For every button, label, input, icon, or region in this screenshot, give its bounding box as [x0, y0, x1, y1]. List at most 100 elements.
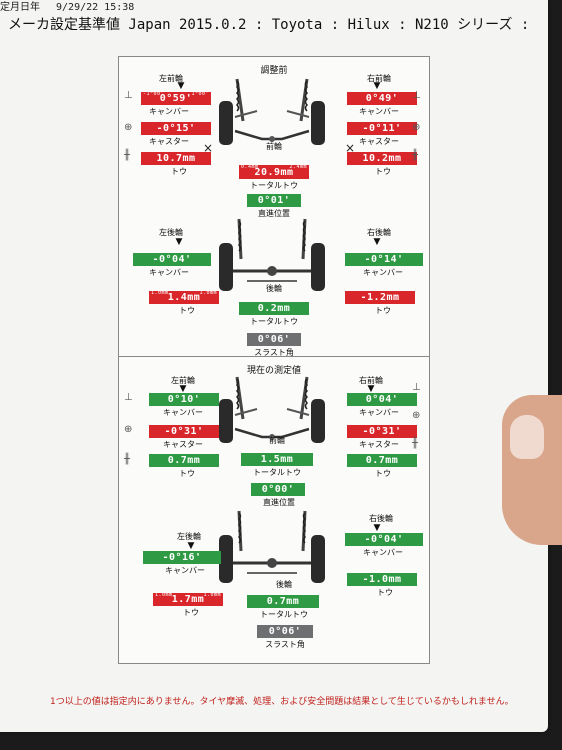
before-straight-label: 直進位置 — [258, 209, 290, 218]
down-arrow-icon: ▼ — [175, 237, 183, 247]
after-front-left-title: 左前輪 — [171, 376, 195, 385]
caster-gauge-icon: ⊕ — [412, 122, 421, 133]
down-arrow-icon: ▼ — [179, 384, 187, 394]
after-fr-toe-label: トウ — [375, 469, 391, 478]
down-arrow-icon: ▼ — [177, 81, 185, 91]
before-fl-camber-box: -1°00'1°00' 0°59' — [141, 91, 211, 105]
before-rl-camber-label: キャンバー — [149, 268, 189, 277]
after-total-toe-label: トータルトウ — [253, 468, 301, 477]
before-fr-camber-label: キャンバー — [359, 107, 399, 116]
after-front-total-toe-box: 1.5mm — [241, 453, 313, 466]
after-rear-total-toe-box: 0.7mm — [247, 595, 319, 608]
before-fl-caster-box: -0°15' — [141, 122, 211, 135]
current-measurement-panel: 現在の測定値 左前輪 ▼ 0°10' キャンバー -0°31' キャスター — [118, 356, 430, 664]
after-rr-toe-box: -1.0mm — [347, 573, 417, 586]
before-rear-total-label: トータルトウ — [250, 317, 298, 326]
camber-gauge-icon: ⊥ — [124, 90, 133, 101]
front-suspension-diagram — [219, 376, 325, 443]
before-rr-toe-box: -1.2mm — [345, 291, 415, 304]
after-fl-caster-box: -0°31' — [149, 425, 219, 438]
before-adjustment-panel: 調整前 左前輪 ▼ -1°00'1°00' 0°59 — [118, 56, 430, 358]
toe-gauge-icon: ╫ — [412, 150, 419, 161]
before-fl-camber-label: キャンバー — [149, 107, 189, 116]
after-straight-box: 0°00' — [251, 483, 305, 496]
before-fr-camber-box: 0°49' — [347, 92, 417, 105]
front-suspension-diagram — [219, 78, 325, 145]
after-fl-caster-label: キャスター — [163, 440, 203, 449]
x-mark-icon: × — [203, 141, 214, 155]
after-thrust-box: 0°06' — [257, 625, 313, 638]
before-rr-camber-box: -0°14' — [345, 253, 423, 266]
after-panel-title: 現在の測定値 — [246, 366, 301, 376]
before-panel-title: 調整前 — [260, 66, 288, 76]
toe-gauge-icon: ╫ — [124, 454, 131, 465]
x-mark-icon: × — [345, 141, 356, 155]
after-rr-toe-label: トウ — [377, 588, 393, 597]
after-rear-left-title: 左後輪 — [177, 532, 201, 541]
before-rr-toe-label: トウ — [375, 306, 391, 315]
after-fr-camber-box: 0°04' — [347, 393, 417, 406]
before-front-right-title: 右前輪 — [367, 74, 391, 83]
before-rear-total-toe-box: 0.2mm — [239, 302, 309, 315]
after-fr-caster-box: -0°31' — [347, 425, 417, 438]
down-arrow-icon: ▼ — [373, 237, 381, 247]
after-fr-camber-label: キャンバー — [359, 408, 399, 417]
camber-gauge-icon: ⊥ — [412, 382, 421, 393]
rear-right-tire — [311, 243, 325, 291]
out-of-spec-warning: 1つ以上の値は指定内にありません。タイヤ摩滅、処理、および安全問題は結果として生… — [50, 697, 514, 707]
before-thrust-label: スラスト角 — [254, 348, 294, 357]
before-rl-camber-box: -0°04' — [133, 253, 211, 266]
after-fl-camber-label: キャンバー — [163, 408, 203, 417]
datestamp: 定月日年 9/29/22 15:38 — [0, 2, 135, 13]
after-fl-camber-box: 0°10' — [149, 393, 219, 406]
before-fl-toe-box: 10.7mm — [141, 152, 211, 165]
before-rear-title: 後輪 — [266, 284, 282, 293]
after-rear-title: 後輪 — [276, 580, 292, 589]
camber-gauge-icon: ⊥ — [412, 90, 421, 101]
before-fr-toe-box: 10.2mm — [347, 152, 417, 165]
after-fl-toe-label: トウ — [179, 469, 195, 478]
toe-gauge-icon: ╫ — [124, 150, 131, 161]
before-fr-caster-label: キャスター — [359, 137, 399, 146]
caster-gauge-icon: ⊕ — [412, 410, 421, 421]
front-left-tire — [219, 101, 233, 145]
before-total-toe-label: トータルトウ — [250, 181, 298, 190]
camber-gauge-icon: ⊥ — [124, 392, 133, 403]
before-fr-toe-label: トウ — [375, 167, 391, 176]
before-fl-toe-label: トウ — [171, 167, 187, 176]
after-thrust-label: スラスト角 — [265, 640, 305, 649]
after-rr-camber-label: キャンバー — [363, 548, 403, 557]
after-front-right-title: 右前輪 — [359, 376, 383, 385]
alignment-printout: 定月日年 9/29/22 15:38 メーカ設定基準値 Japan 2015.0… — [0, 0, 548, 732]
front-right-tire — [311, 101, 325, 145]
after-fr-caster-label: キャスター — [359, 440, 399, 449]
after-fl-toe-box: 0.7mm — [149, 454, 219, 467]
caster-gauge-icon: ⊕ — [124, 424, 133, 435]
after-rl-camber-label: キャンバー — [165, 566, 205, 575]
before-rear-left-title: 左後輪 — [159, 228, 183, 237]
before-rear-right-title: 右後輪 — [367, 228, 391, 237]
down-arrow-icon: ▼ — [367, 384, 375, 394]
after-rear-total-label: トータルトウ — [260, 610, 308, 619]
after-rear-right-title: 右後輪 — [369, 514, 393, 523]
before-fr-caster-box: -0°11' — [347, 122, 417, 135]
down-arrow-icon: ▼ — [373, 81, 381, 91]
before-thrust-box: 0°06' — [247, 333, 301, 346]
after-front-title: 前輪 — [269, 436, 285, 445]
after-rl-toe-label: トウ — [183, 608, 199, 617]
before-rl-toe-label: トウ — [179, 306, 195, 315]
before-front-title: 前輪 — [266, 142, 282, 151]
before-rr-camber-label: キャンバー — [363, 268, 403, 277]
spec-title: メーカ設定基準値 Japan 2015.0.2 : Toyota : Hilux… — [8, 17, 530, 33]
before-front-left-title: 左前輪 — [159, 74, 183, 83]
after-rr-camber-box: -0°04' — [345, 533, 423, 546]
rear-suspension-diagram — [219, 510, 325, 583]
after-fr-toe-box: 0.7mm — [347, 454, 417, 467]
rear-suspension-diagram — [219, 218, 325, 291]
down-arrow-icon: ▼ — [187, 541, 195, 551]
before-straight-box: 0°01' — [247, 194, 301, 207]
before-fl-caster-label: キャスター — [149, 137, 189, 146]
